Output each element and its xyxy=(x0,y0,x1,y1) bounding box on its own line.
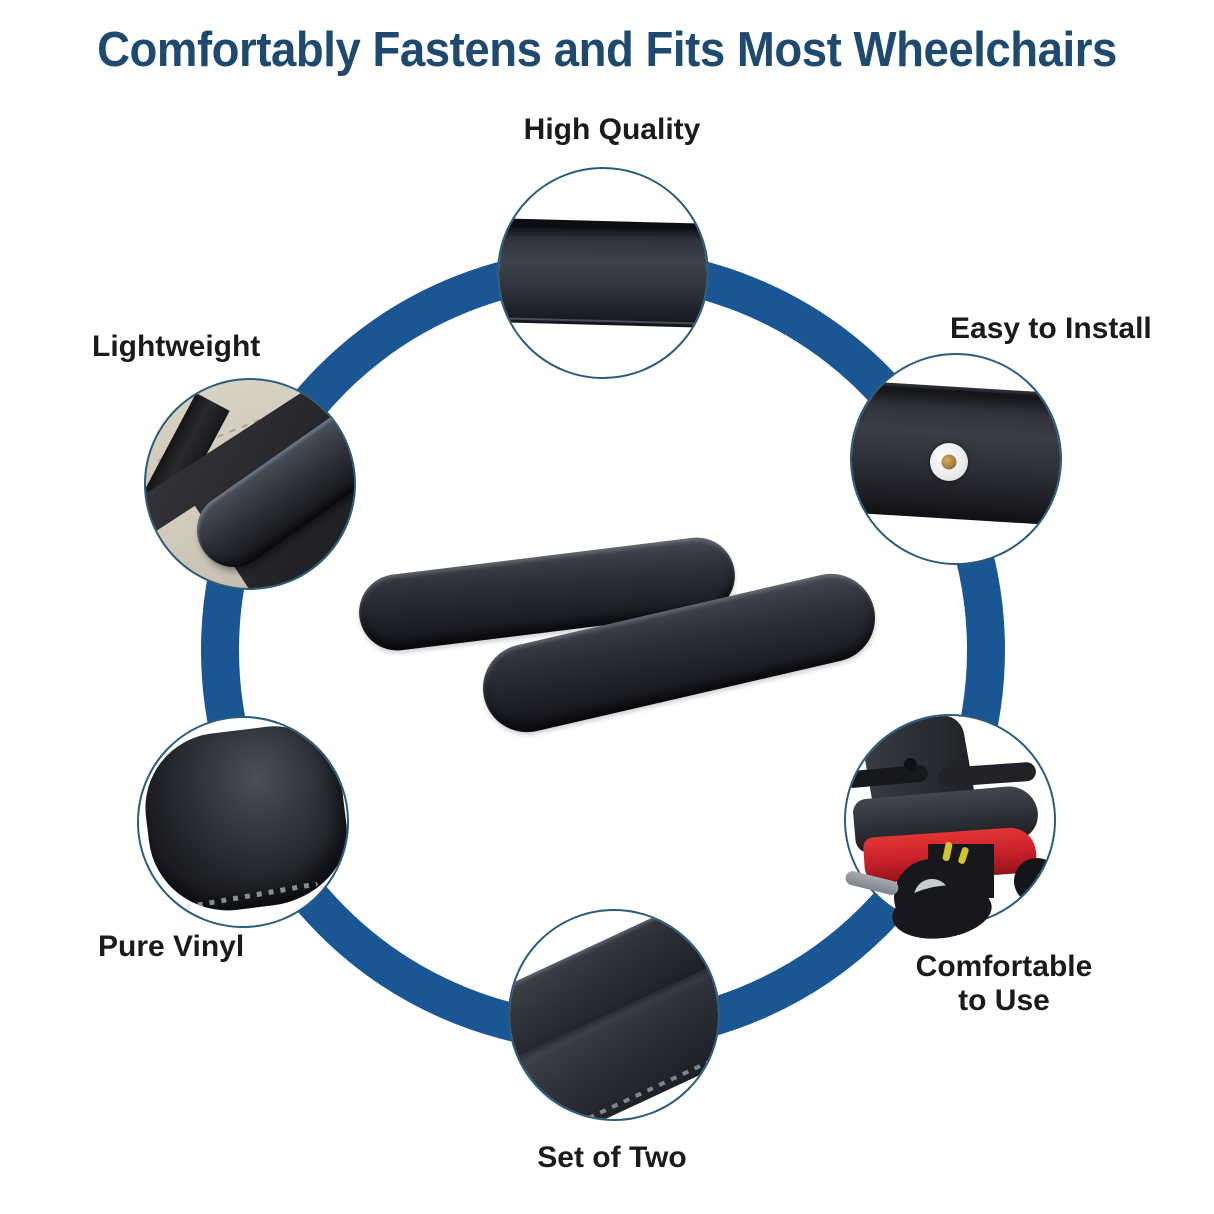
brass-screw-insert xyxy=(941,454,957,470)
feature-label-comfortable-to-use: Comfortable to Use xyxy=(894,950,1114,1018)
photo-circle-set-of-two xyxy=(508,909,720,1121)
page-title: Comfortably Fastens and Fits Most Wheelc… xyxy=(97,23,1117,77)
photo-circle-pure-vinyl xyxy=(137,716,349,928)
wheelchair-joystick xyxy=(904,758,917,771)
feature-label-high-quality: High Quality xyxy=(523,113,701,146)
feature-label-pure-vinyl: Pure Vinyl xyxy=(98,930,245,963)
vinyl-cushion-photo xyxy=(139,718,347,920)
feature-label-line-2: to Use xyxy=(958,984,1050,1017)
feature-label-set-of-two: Set of Two xyxy=(537,1141,687,1174)
feature-label-easy-to-install: Easy to Install xyxy=(950,312,1152,345)
wheelchair-wheel-rear xyxy=(1014,858,1054,904)
feature-label-line-1: Comfortable xyxy=(915,950,1093,983)
photo-circle-high-quality xyxy=(497,167,709,379)
screw-hole xyxy=(930,443,968,481)
armrest-edge-photo xyxy=(499,217,707,329)
photo-circle-lightweight xyxy=(144,378,356,590)
feature-label-lightweight: Lightweight xyxy=(92,330,261,363)
photo-circle-easy-to-install xyxy=(850,353,1062,565)
